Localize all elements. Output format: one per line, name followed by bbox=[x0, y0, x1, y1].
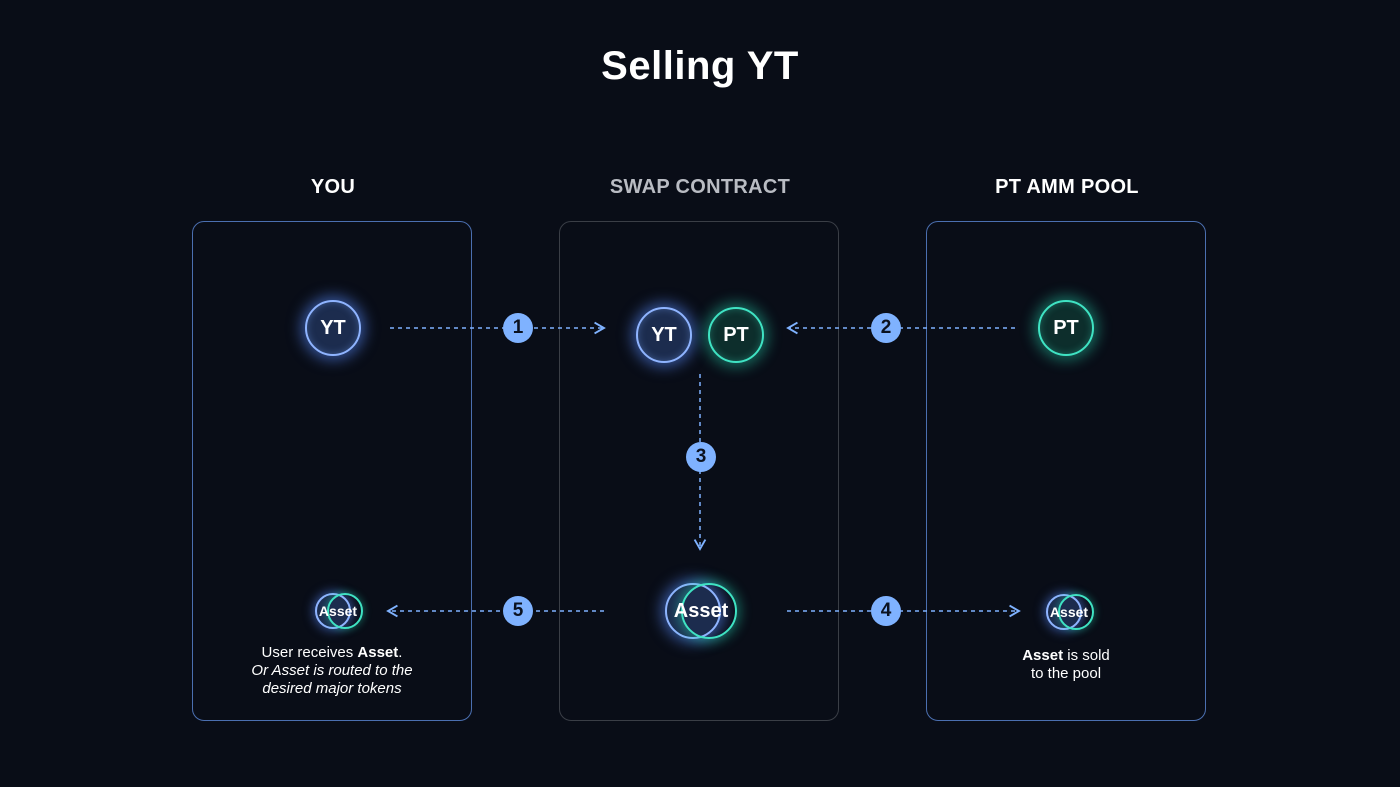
column-title-pt-amm-pool: PT AMM POOL bbox=[995, 176, 1139, 198]
yt-token-you: YT bbox=[305, 300, 361, 356]
panel-you bbox=[192, 221, 472, 721]
caption-you: User receives Asset. Or Asset is routed … bbox=[212, 644, 452, 698]
caption-pool-bold: Asset bbox=[1022, 647, 1064, 664]
column-title-you: YOU bbox=[310, 176, 356, 198]
step-badge-2: 2 bbox=[871, 313, 901, 343]
pt-token-swap: PT bbox=[708, 307, 764, 363]
caption-pool-line2: to the pool bbox=[1030, 665, 1102, 682]
caption-you-bold: Asset bbox=[357, 644, 399, 661]
step-badge-3: 3 bbox=[686, 442, 716, 472]
asset-label-you: Asset bbox=[318, 603, 358, 619]
diagram-title: Selling YT bbox=[601, 44, 799, 88]
panel-swap-contract bbox=[559, 221, 839, 721]
pt-token-pool: PT bbox=[1038, 300, 1094, 356]
caption-you-line2: Or Asset is routed to the bbox=[251, 662, 413, 679]
column-title-swap-contract: SWAP CONTRACT bbox=[609, 176, 791, 198]
step-badge-1: 1 bbox=[503, 313, 533, 343]
caption-you-suffix: . bbox=[398, 644, 403, 661]
asset-label-pool: Asset bbox=[1049, 604, 1089, 620]
caption-you-line3: desired major tokens bbox=[262, 680, 402, 697]
panel-pt-amm-pool bbox=[926, 221, 1206, 721]
asset-token-pool: Asset bbox=[1044, 592, 1094, 632]
caption-pool: Asset is sold to the pool bbox=[966, 647, 1166, 683]
asset-token-you: Asset bbox=[313, 591, 363, 631]
asset-label-swap: Asset bbox=[673, 599, 729, 622]
yt-token-swap: YT bbox=[636, 307, 692, 363]
caption-pool-suffix: is sold bbox=[1063, 647, 1110, 664]
asset-token-swap: Asset bbox=[664, 582, 738, 640]
step-badge-4: 4 bbox=[871, 596, 901, 626]
step-badge-5: 5 bbox=[503, 596, 533, 626]
caption-you-prefix: User receives bbox=[261, 644, 358, 661]
